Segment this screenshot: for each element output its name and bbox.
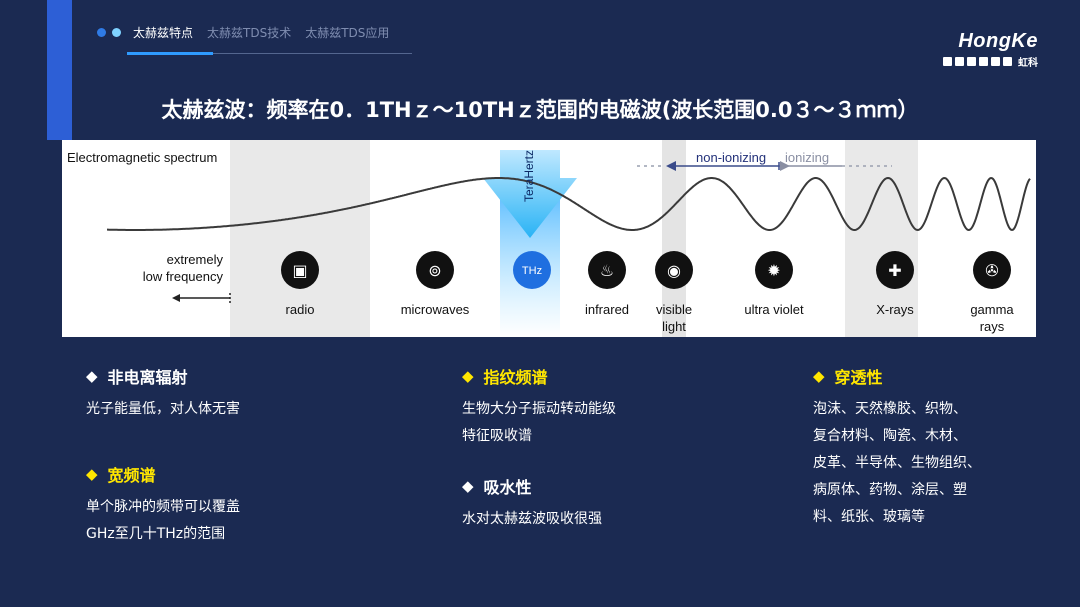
feature-penetration: ◆ 穿透性 泡沫、天然橡胶、织物、 复合材料、陶瓷、木材、 皮革、半导体、生物组织… xyxy=(813,364,981,531)
band-label: infrared xyxy=(585,302,629,317)
radiation-icon-glyph: ✇ xyxy=(985,261,998,280)
sun-icon xyxy=(755,251,793,289)
feature-broadband: ◆ 宽频谱 单个脉冲的频带可以覆盖 GHz至几十THz的范围 xyxy=(86,462,240,548)
feature-fingerprint: ◆ 指纹频谱 生物大分子振动转动能级 特征吸收谱 xyxy=(462,364,616,450)
feature-line: 单个脉冲的频带可以覆盖 xyxy=(86,499,240,515)
band-label: rays xyxy=(980,319,1005,334)
logo-cn: 虹科 xyxy=(1018,58,1038,69)
feature-water-absorption: ◆ 吸水性 水对太赫兹波吸收很强 xyxy=(462,474,602,533)
top-nav: 太赫兹特点 太赫兹TDS技术 太赫兹TDS应用 xyxy=(97,24,403,41)
feature-title: 吸水性 xyxy=(483,478,532,497)
radiation-icon xyxy=(973,251,1011,289)
diamond-icon: ◆ xyxy=(86,465,98,483)
thz-badge xyxy=(513,251,551,289)
elf-label-line2: low frequency xyxy=(143,269,224,284)
tab-thz-features[interactable]: 太赫兹特点 xyxy=(133,26,194,40)
nav-underline xyxy=(127,53,412,54)
feature-line: 病原体、药物、涂层、塑 xyxy=(813,482,967,498)
feature-title: 穿透性 xyxy=(834,368,883,387)
band-label: light xyxy=(662,319,686,334)
flame-icon-glyph: ♨ xyxy=(600,261,614,280)
thz-arrow xyxy=(483,150,577,238)
feature-line: 光子能量低，对人体无害 xyxy=(86,401,240,417)
feature-line: 特征吸收谱 xyxy=(462,428,532,444)
feature-line: 水对太赫兹波吸收很强 xyxy=(462,511,602,527)
thz-badge-label: THz xyxy=(522,265,542,277)
elf-label-line1: extremely xyxy=(167,252,224,267)
nav-dot xyxy=(112,28,121,37)
left-accent-bar xyxy=(47,0,72,140)
band-label: gamma xyxy=(970,302,1014,317)
sun-icon-glyph: ✹ xyxy=(767,261,780,280)
xray-band xyxy=(845,140,918,337)
feature-title: 非电离辐射 xyxy=(107,368,188,387)
radio-icon xyxy=(281,251,319,289)
band-label: visible xyxy=(656,302,692,317)
thz-vertical-label: TeraHertz xyxy=(522,150,536,202)
logo-mark: 虹科 xyxy=(943,54,1038,69)
band-label: radio xyxy=(286,302,315,317)
feature-line: 泡沫、天然橡胶、织物、 xyxy=(813,401,967,417)
feature-title: 宽频谱 xyxy=(107,466,156,485)
feature-title: 指纹频谱 xyxy=(483,368,548,387)
band-label: ultra violet xyxy=(744,302,804,317)
visible-band xyxy=(662,140,686,337)
antenna-icon xyxy=(416,251,454,289)
tab-thz-tds-tech[interactable]: 太赫兹TDS技术 xyxy=(207,26,292,40)
wave-line xyxy=(107,176,1031,232)
radio-icon-glyph: ▣ xyxy=(292,261,307,280)
diamond-icon: ◆ xyxy=(462,367,474,385)
nav-dot xyxy=(97,28,106,37)
eye-icon xyxy=(655,251,693,289)
tab-thz-tds-apps[interactable]: 太赫兹TDS应用 xyxy=(305,26,390,40)
feature-line: 料、纸张、玻璃等 xyxy=(813,509,925,525)
radio-band xyxy=(230,140,370,337)
spectrum-figure: Electromagnetic spectrum TeraHertz non-i… xyxy=(62,140,1036,337)
diamond-icon: ◆ xyxy=(813,367,825,385)
spectrum-heading: Electromagnetic spectrum xyxy=(67,150,217,165)
eye-icon-glyph: ◉ xyxy=(667,261,681,280)
diamond-icon: ◆ xyxy=(462,477,474,495)
band-label: microwaves xyxy=(401,302,470,317)
spectrum-svg: Electromagnetic spectrum TeraHertz non-i… xyxy=(67,140,1031,337)
flame-icon xyxy=(588,251,626,289)
feature-line: 复合材料、陶瓷、木材、 xyxy=(813,428,967,444)
band-label: X-rays xyxy=(876,302,914,317)
feature-line: GHz至几十THz的范围 xyxy=(86,526,226,542)
hongke-logo: HongKe 虹科 xyxy=(943,30,1038,69)
non-ionizing-label: non-ionizing xyxy=(696,150,766,165)
feature-non-ionizing: ◆ 非电离辐射 光子能量低，对人体无害 xyxy=(86,364,240,423)
bone-icon-glyph: ✚ xyxy=(888,261,901,280)
bone-icon xyxy=(876,251,914,289)
ionizing-label: ionizing xyxy=(785,150,829,165)
nav-active-indicator xyxy=(127,52,213,55)
page-title: 太赫兹波：频率在0．1THｚ～10THｚ范围的电磁波(波长范围0.0３～３ｍｍ） xyxy=(161,98,919,122)
diamond-icon: ◆ xyxy=(86,367,98,385)
antenna-icon-glyph: ⊚ xyxy=(428,261,441,280)
nav-dots xyxy=(97,28,121,37)
logo-name: HongKe xyxy=(958,30,1038,52)
feature-line: 生物大分子振动转动能级 xyxy=(462,401,616,417)
feature-line: 皮革、半导体、生物组织、 xyxy=(813,455,981,471)
